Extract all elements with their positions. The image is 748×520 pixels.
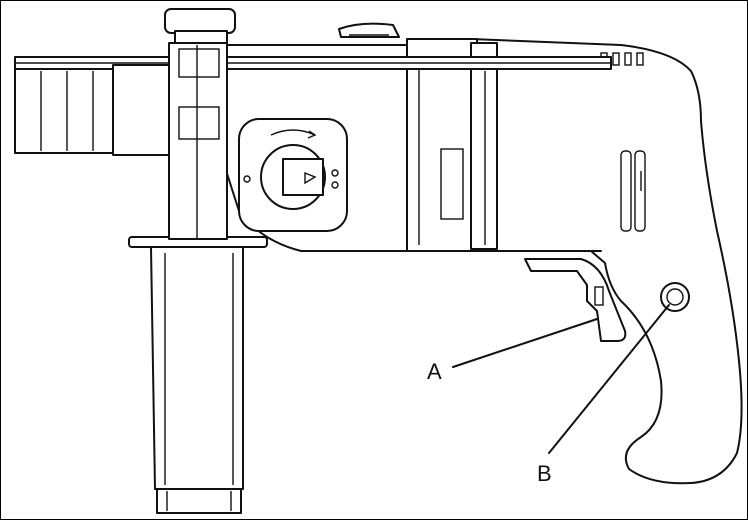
chuck (14, 64, 172, 156)
lock-button (660, 282, 690, 312)
handle-collar (164, 8, 236, 240)
depth-gauge-rod (14, 56, 612, 70)
pistol-grip (470, 38, 743, 485)
leader-line-a (452, 318, 598, 368)
label-a: A (427, 359, 442, 384)
trigger-switch (524, 258, 627, 342)
label-b: B (537, 461, 552, 486)
mode-selector-dial (238, 118, 348, 232)
side-handle (128, 236, 268, 514)
leader-line-b (548, 304, 670, 454)
